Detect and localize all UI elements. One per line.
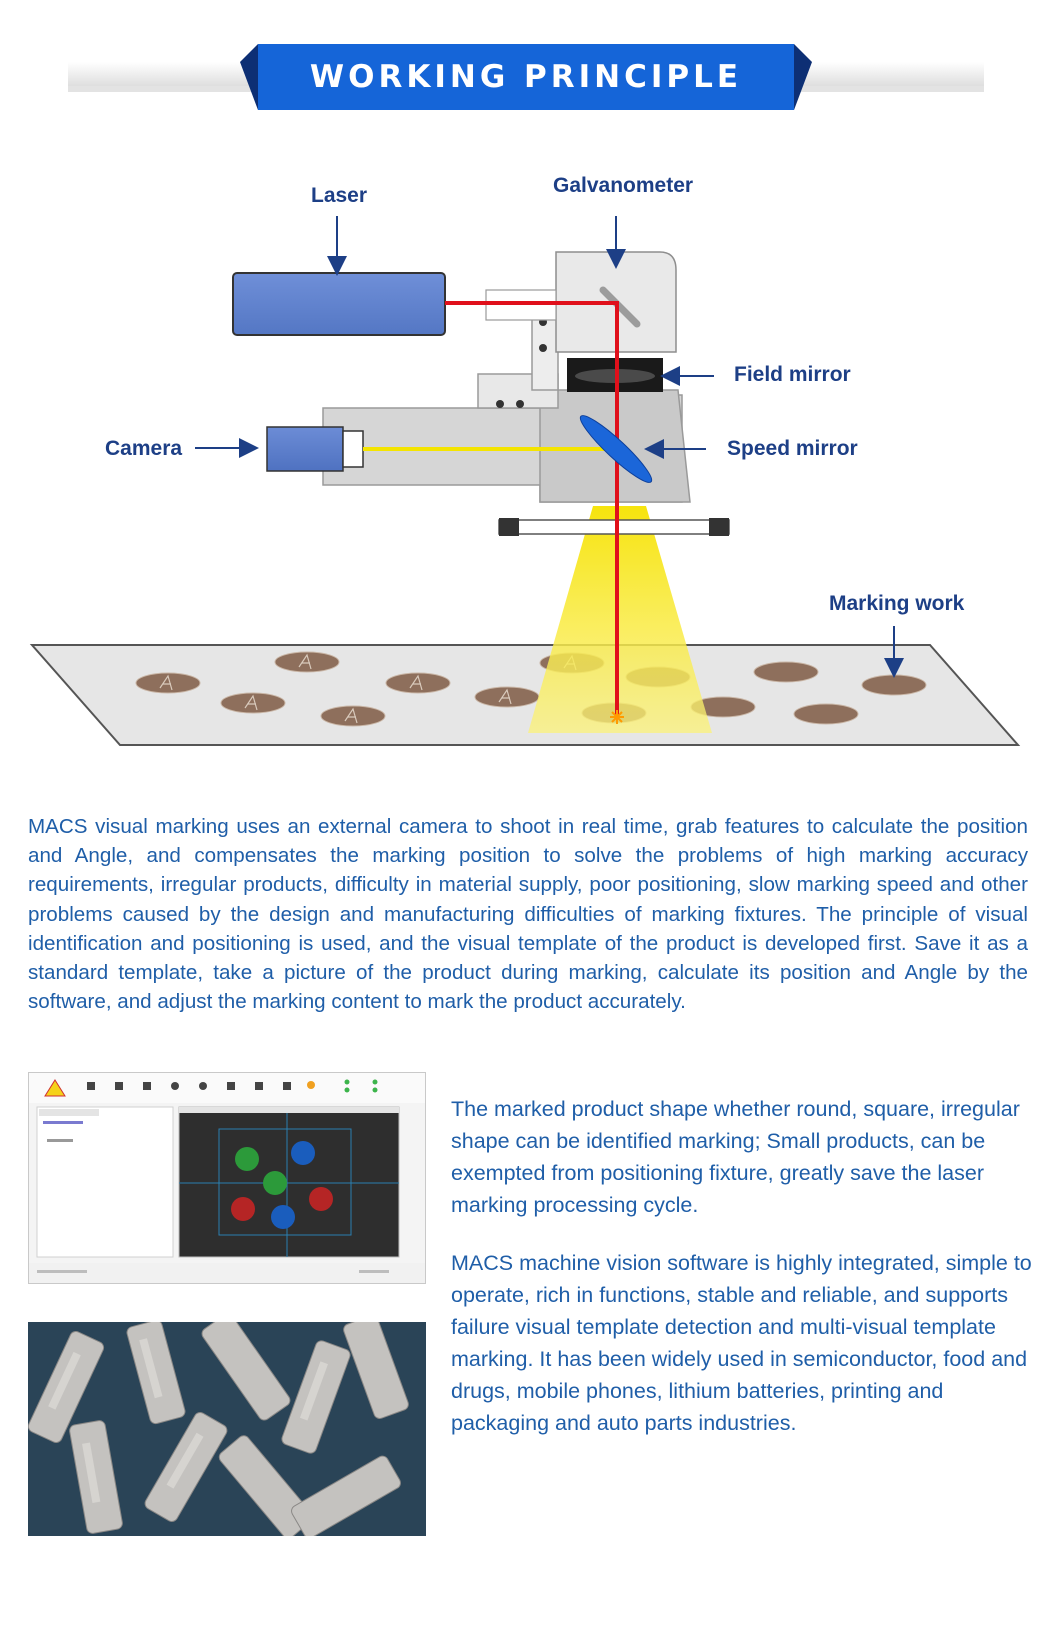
- workpiece: [320, 705, 386, 727]
- galvanometer-label: Galvanometer: [553, 174, 694, 197]
- workpiece: [135, 672, 201, 694]
- camera: [266, 426, 344, 472]
- page-title: WORKING PRINCIPLE: [309, 59, 743, 95]
- marking-spark: [610, 710, 624, 724]
- galvo-mirror: [599, 286, 641, 328]
- product-photo-graphic: [28, 1322, 426, 1536]
- speed-mirror: [579, 415, 653, 483]
- software-screenshot: [28, 1072, 426, 1284]
- feature-text-software: MACS machine vision software is highly i…: [451, 1251, 1032, 1435]
- workpiece: [385, 672, 451, 694]
- camera-lens: [342, 430, 364, 468]
- camera-field-of-view: [528, 506, 712, 733]
- field-mirror-label: Field mirror: [734, 363, 851, 386]
- speed-mirror-label: Speed mirror: [727, 437, 858, 460]
- banner-ribbon: [258, 44, 794, 110]
- software-screenshot-graphic: [29, 1073, 425, 1283]
- description-paragraph: MACS visual marking uses an external cam…: [28, 815, 1028, 1014]
- workpiece: [274, 651, 340, 673]
- feature-text-shape-recognition: The marked product shape whether round, …: [451, 1097, 1020, 1217]
- workpiece: [220, 692, 286, 714]
- laser-beam: [445, 301, 619, 716]
- banner-fold-right: [794, 44, 812, 110]
- product-photo: [28, 1322, 426, 1536]
- diagram-graphic: [29, 216, 1021, 746]
- banner-fold-left: [240, 44, 258, 110]
- laser-source: [232, 272, 446, 336]
- section-banner: WORKING PRINCIPLE: [0, 0, 1060, 130]
- bottom-plate: [498, 519, 730, 535]
- workpiece: [753, 661, 819, 683]
- workpiece: [861, 674, 927, 696]
- laser-label: Laser: [311, 184, 368, 207]
- working-principle-diagram: Laser Galvanometer Field mirror Camera S…: [0, 150, 1060, 790]
- marking-work-label: Marking work: [829, 592, 965, 615]
- camera-label: Camera: [105, 437, 183, 460]
- banner-graphic: [68, 44, 984, 110]
- workpiece: [793, 703, 859, 725]
